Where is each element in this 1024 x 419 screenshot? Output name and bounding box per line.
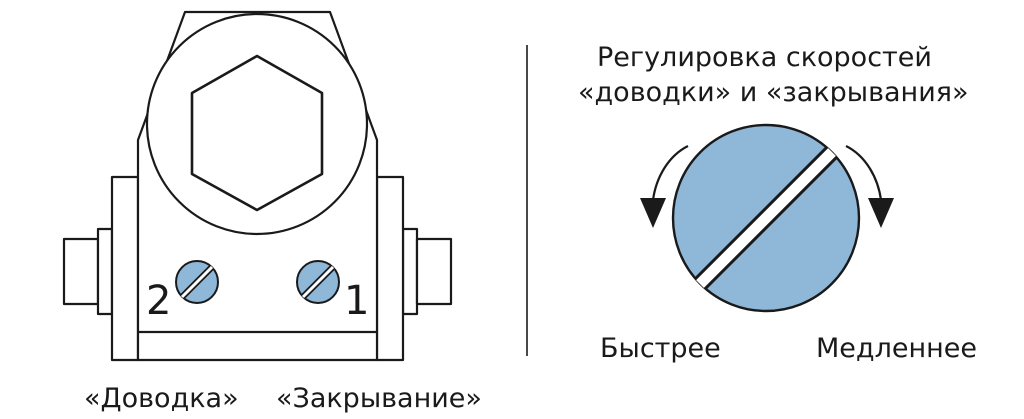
left-side-plate	[110, 175, 140, 362]
label-zakryvanie: «Закрывание»	[276, 383, 482, 414]
screw-number-2: 2	[146, 278, 171, 324]
adjustment-title-line2: «доводки» и «закрывания»	[578, 77, 969, 108]
left-end-cap	[62, 227, 114, 316]
right-side-plate	[375, 175, 405, 362]
adjustment-screw-icon	[671, 123, 861, 313]
arrow-counterclockwise-icon	[640, 145, 689, 228]
label-dovodka: «Доводка»	[84, 383, 239, 414]
screw-2-icon	[175, 260, 219, 304]
arrow-clockwise-icon	[845, 145, 894, 228]
label-slower: Медленнее	[816, 333, 977, 364]
label-faster: Быстрее	[600, 333, 721, 364]
adjustment-title-line1: Регулировка скоростей	[597, 42, 932, 73]
screw-number-1: 1	[344, 278, 369, 324]
hex-spindle-icon	[190, 54, 324, 212]
right-end-cap	[401, 227, 453, 316]
screw-1-icon	[296, 260, 340, 304]
